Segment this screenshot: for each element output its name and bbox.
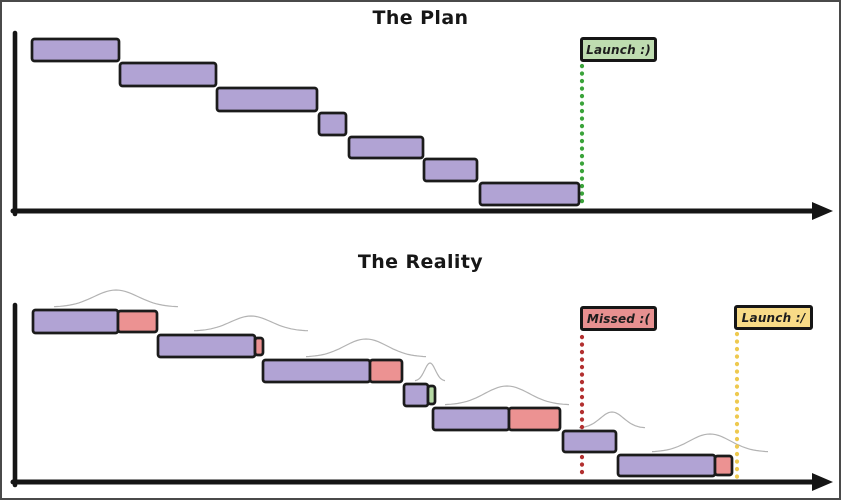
reality-task-bar-2-overrun: [253, 336, 265, 357]
reality-bar-5-distribution-curve: [444, 385, 570, 406]
missed-label: Missed :(: [580, 306, 657, 331]
reality-task-bar-4: [402, 382, 430, 408]
plan-task-bar-4: [317, 111, 348, 137]
reality-bar-1-distribution-curve: [53, 289, 179, 308]
reality-bar-2-distribution-curve: [193, 315, 309, 332]
reality-task-bar-3: [261, 358, 372, 384]
reality-task-bar-5: [431, 406, 511, 432]
reality-task-bar-1: [31, 308, 120, 335]
reality-task-bar-4-underrun: [426, 384, 437, 406]
reality-bar-7-distribution-curve: [651, 433, 769, 453]
reality-task-bar-1-overrun: [116, 309, 159, 334]
reality-task-bar-7-overrun: [713, 454, 734, 477]
reality-bar-4-distribution-curve: [414, 362, 446, 382]
reality-bar-3-distribution-curve: [305, 338, 427, 358]
plan-task-bar-7: [478, 181, 581, 207]
reality-task-bar-7: [616, 453, 717, 478]
reality-bar-6-distribution-curve: [578, 411, 646, 429]
reality-task-bar-5-overrun: [507, 406, 562, 432]
reality-task-bar-6: [561, 429, 618, 454]
plan-task-bar-1: [30, 37, 121, 63]
reality-task-bar-3-overrun: [368, 358, 404, 384]
plan-x-axis-arrowhead: [812, 202, 833, 220]
reality-x-axis-arrowhead: [812, 473, 833, 491]
plan-task-bar-3: [215, 86, 319, 113]
reality-chart-title: The Reality: [357, 251, 484, 273]
plan-task-bar-6: [422, 157, 479, 183]
plan-task-bar-5: [347, 135, 425, 160]
reality-launch-label: Launch :/: [734, 305, 813, 330]
plan-task-bar-2: [118, 61, 218, 88]
reality-task-bar-2: [156, 333, 257, 359]
plan-chart-title: The Plan: [372, 7, 469, 29]
plan-launch-label: Launch :): [580, 37, 657, 62]
